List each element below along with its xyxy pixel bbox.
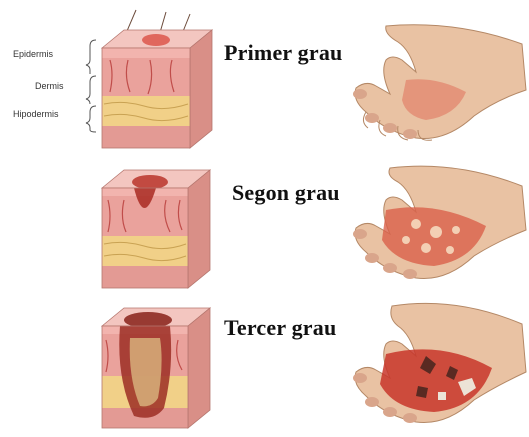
label-epidermis: Epidermis <box>13 49 53 59</box>
grade-title-second: Segon grau <box>232 180 340 206</box>
skin-section-first-degree <box>94 8 214 158</box>
grade-title-first: Primer grau <box>224 40 342 66</box>
skin-section-third-degree <box>94 298 214 437</box>
grade-title-third: Tercer grau <box>224 315 336 341</box>
label-hypodermis: Hipodermis <box>13 109 59 119</box>
hand-first-degree <box>346 20 529 145</box>
hand-third-degree <box>346 296 529 437</box>
label-dermis: Dermis <box>35 81 64 91</box>
skin-section-second-degree <box>94 158 214 298</box>
hand-second-degree <box>346 160 529 285</box>
